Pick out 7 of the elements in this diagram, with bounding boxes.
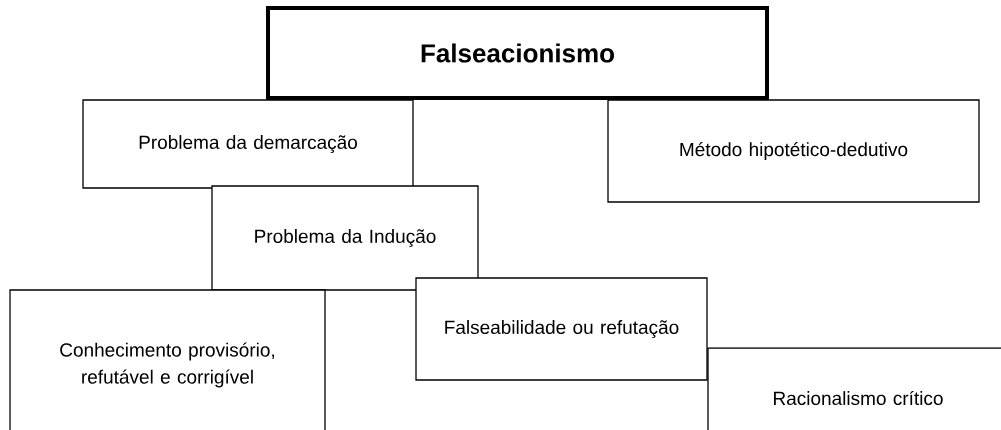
- title-box: Falseacionismo: [266, 6, 769, 100]
- concept-box: Conhecimento provisório, refutável e corrigível: [9, 289, 326, 430]
- concept-box: Problema da demarcação: [82, 99, 414, 189]
- concept-box: Falseabilidade ou refutação: [415, 277, 708, 381]
- concept-box: Problema da Indução: [211, 185, 479, 291]
- concept-box: Racionalismo crítico: [707, 347, 1001, 430]
- concept-box: Método hipotético-dedutivo: [607, 99, 980, 203]
